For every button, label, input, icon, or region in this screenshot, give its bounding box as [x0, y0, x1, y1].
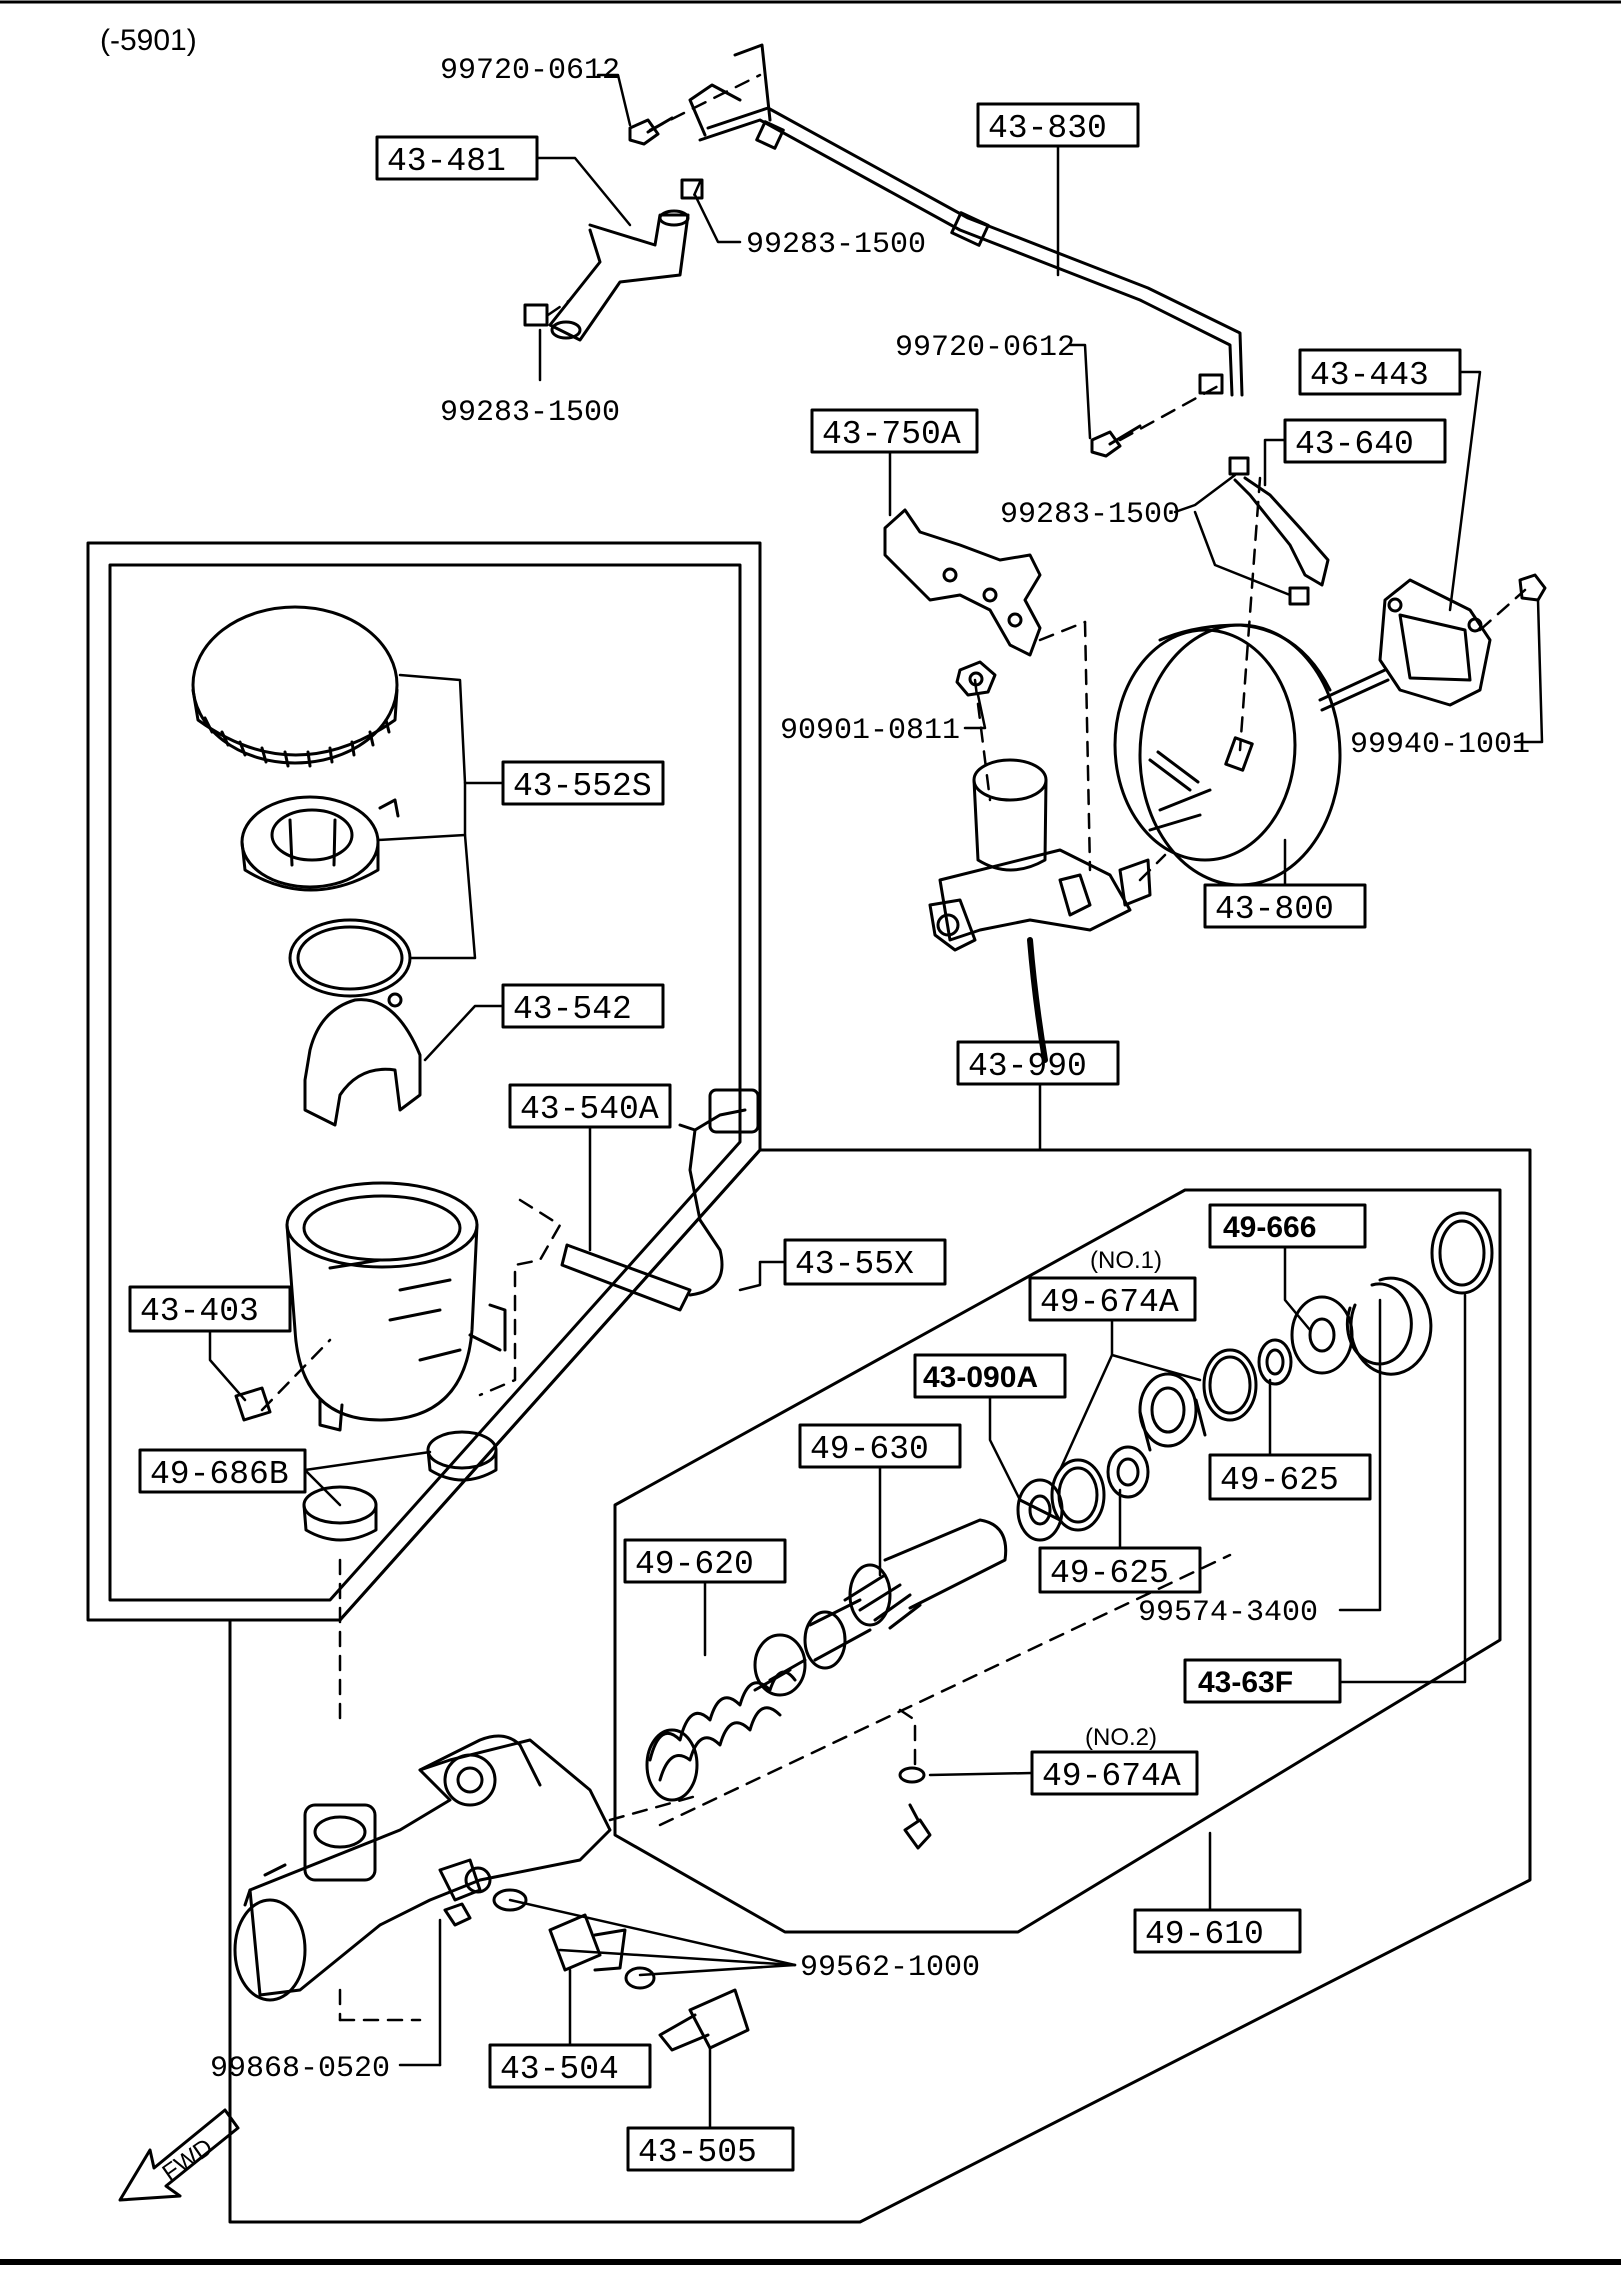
piston-cup-assembly — [1106, 1372, 1207, 1499]
note-no1: (NO.1) — [1090, 1247, 1162, 1274]
bleeder-screw — [903, 1803, 932, 1850]
label-43-542: 43-542 — [513, 991, 632, 1028]
hose-clip-99283-1500 — [523, 178, 704, 327]
label-49-666: 49-666 — [1223, 1211, 1316, 1244]
label-99940-1001: 99940-1001 — [1350, 728, 1530, 762]
label-99720-0612-middle: 99720-0612 — [895, 331, 1075, 365]
spring-49-620 — [645, 1633, 807, 1802]
leader-lines — [208, 73, 1544, 2130]
vacuum-hose-43-481 — [548, 209, 690, 342]
label-43-481: 43-481 — [387, 143, 506, 180]
label-43-800: 43-800 — [1215, 891, 1334, 928]
bushing-49-625 — [1257, 1338, 1293, 1386]
reservoir-filter — [240, 795, 400, 892]
grommet-49-686B — [302, 1430, 498, 1542]
label-49-610: 49-610 — [1145, 1916, 1264, 1953]
label-43-750A: 43-750A — [822, 416, 961, 453]
reservoir-seal-ring — [288, 918, 412, 998]
screw-99868-0520 — [443, 1902, 472, 1927]
label-49-630: 49-630 — [810, 1431, 929, 1468]
label-43-505: 43-505 — [638, 2134, 757, 2171]
baffle-43-542 — [303, 992, 422, 1127]
union-fittings — [492, 1888, 656, 1990]
label-49-686B: 49-686B — [150, 1456, 289, 1493]
label-99868-0520: 99868-0520 — [210, 2052, 390, 2086]
nut-99940-1001 — [1518, 573, 1547, 602]
union-bolt-43-505 — [658, 1988, 750, 2052]
label-49-674A-no1: 49-674A — [1040, 1284, 1179, 1321]
label-49-625-right: 49-625 — [1220, 1462, 1339, 1499]
label-43-090A: 43-090A — [923, 1361, 1038, 1394]
master-cylinder-assembly-43-990 — [928, 758, 1152, 1063]
master-cylinder-body — [233, 1734, 612, 2002]
label-99283-1500-booster: 99283-1500 — [1000, 498, 1180, 532]
label-43-990: 43-990 — [968, 1048, 1087, 1085]
bolt-99720-0612-lower — [1090, 424, 1142, 458]
label-49-674A-no2: 49-674A — [1042, 1758, 1181, 1795]
label-90901-0811: 90901-0811 — [780, 714, 960, 748]
label-tag — [234, 1386, 272, 1422]
snap-ring-99574-3400 — [1345, 1276, 1433, 1376]
piston-kit-box-49-610 — [613, 1188, 1502, 1934]
washer-49-666 — [1290, 1295, 1354, 1375]
gasket-43-443 — [1378, 578, 1492, 707]
range-code: (-5901) — [100, 24, 197, 57]
label-43-63F: 43-63F — [1198, 1666, 1293, 1699]
outer-assembly-box — [228, 1148, 1532, 2224]
label-43-552S: 43-552S — [513, 768, 652, 805]
label-99283-1500-right: 99283-1500 — [746, 228, 926, 262]
seal-43-090A — [1016, 1478, 1064, 1542]
cup-seal-49-674A-2 — [898, 1766, 926, 1784]
dashed-leaders-piston — [658, 1553, 1232, 1827]
label-43-540A: 43-540A — [520, 1091, 659, 1128]
o-ring-43-63F — [1430, 1211, 1494, 1295]
label-99574-3400: 99574-3400 — [1138, 1596, 1318, 1630]
label-43-504: 43-504 — [500, 2051, 619, 2088]
note-no2: (NO.2) — [1085, 1724, 1157, 1751]
dashed-leaders-reservoir — [260, 1198, 562, 1722]
label-49-625-left: 49-625 — [1050, 1555, 1169, 1592]
bracket-43-750A — [883, 508, 1042, 657]
dashed-leaders-top — [546, 73, 1527, 882]
label-99562-1000: 99562-1000 — [800, 1951, 980, 1985]
label-49-620: 49-620 — [635, 1546, 754, 1583]
brake-booster-43-800 — [1113, 623, 1390, 887]
bolt-99720-0612-upper — [628, 116, 674, 146]
vacuum-hose-43-640 — [1228, 456, 1330, 606]
label-99720-0612-top: 99720-0612 — [440, 54, 620, 88]
label-43-443: 43-443 — [1310, 357, 1429, 394]
label-99283-1500-left: 99283-1500 — [440, 396, 620, 430]
reservoir-cap — [191, 605, 399, 768]
reservoir-tank-43-403 — [285, 1181, 507, 1432]
cup-seal-49-674A-1 — [1202, 1348, 1258, 1422]
piston-49-630 — [803, 1518, 1008, 1670]
label-43-55X: 43-55X — [795, 1246, 914, 1283]
label-boxes — [128, 102, 1462, 2172]
dashed-leaders-body — [338, 1793, 702, 2022]
label-43-830: 43-830 — [988, 110, 1107, 147]
label-43-403: 43-403 — [140, 1293, 259, 1330]
fwd-arrow-icon — [118, 2108, 240, 2202]
label-43-640: 43-640 — [1295, 426, 1414, 463]
